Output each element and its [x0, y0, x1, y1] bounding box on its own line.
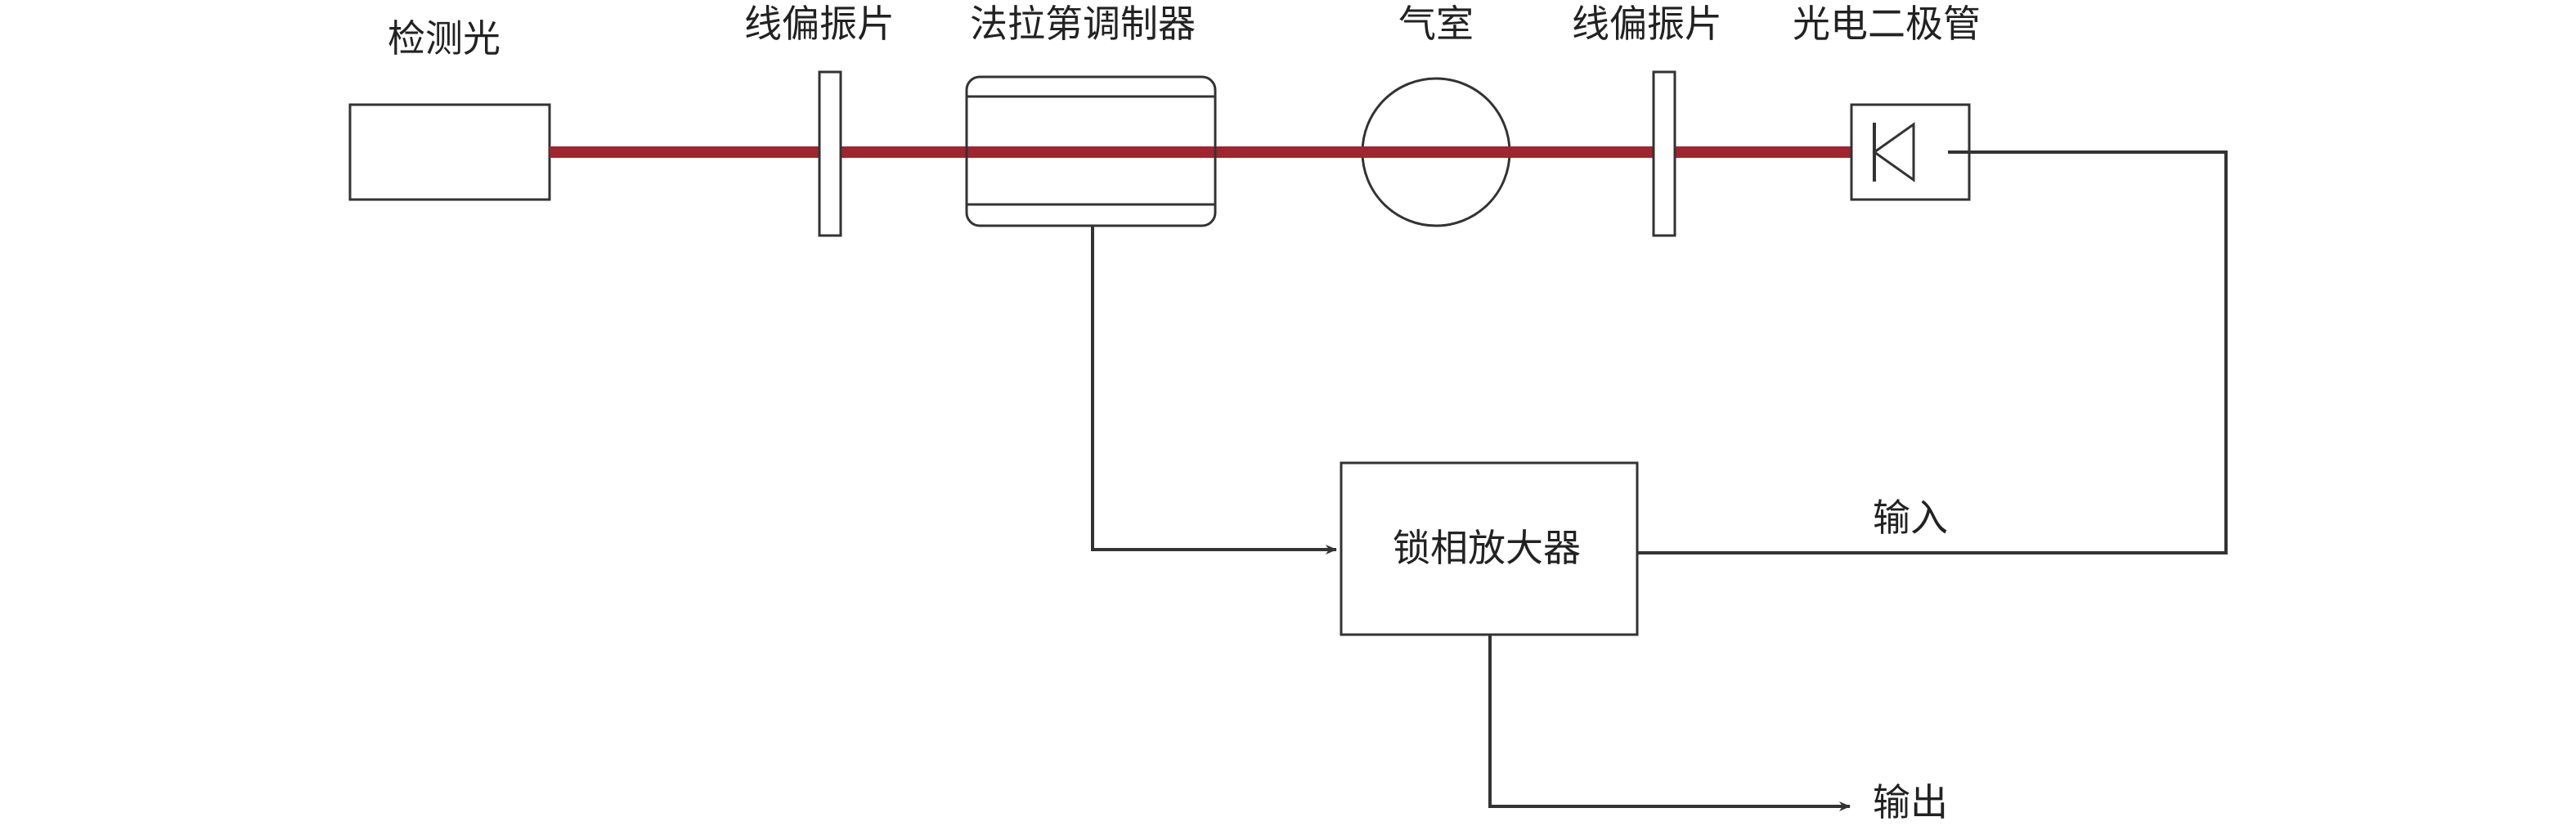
output-wire	[1488, 635, 1851, 811]
lock-in-amplifier-label: 锁相放大器	[1393, 526, 1581, 570]
lock-in-amplifier-box	[1340, 461, 1639, 636]
output-label: 输出	[1873, 780, 1948, 824]
input-label: 输入	[1873, 496, 1948, 540]
faraday-modulator-label: 法拉第调制器	[970, 2, 1196, 46]
photodiode-label: 光电二极管	[1793, 2, 1981, 46]
polarizer-out-plate	[1652, 70, 1676, 237]
polarizer-in-label: 线偏振片	[744, 2, 895, 46]
polarizer-in-plate	[818, 70, 842, 237]
polarizer-out-label: 线偏振片	[1572, 2, 1722, 46]
gas-cell-label: 气室	[1398, 2, 1474, 46]
photodiode-signal-wire	[1636, 150, 2228, 554]
probe-light-box	[348, 103, 551, 201]
modulator-reference-wire	[1091, 226, 1337, 554]
probe-light-label: 检测光	[388, 16, 500, 61]
lock-in-amplifier-container: 锁相放大器	[1338, 461, 1636, 635]
